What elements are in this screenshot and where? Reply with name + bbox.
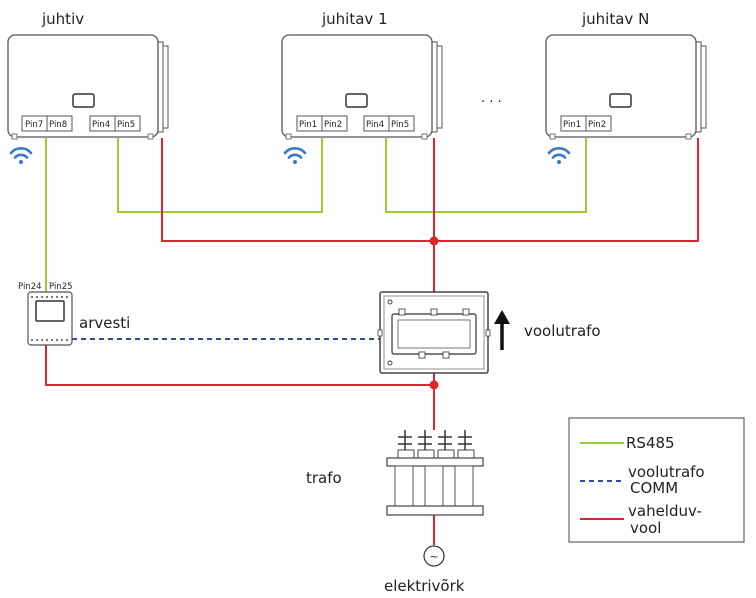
master-label: juhtiv [41,10,84,28]
pin-label: Pin2 [324,120,342,130]
slave-n-label: juhitav N [581,10,649,28]
grid-icon [423,545,445,567]
legend-label-ac: vool [630,519,661,537]
legend-label-ac: vahelduv- [628,502,702,520]
junction-dot [429,380,439,390]
inverter-slave-n [545,34,707,140]
slave-1-label: juhitav 1 [321,10,388,28]
pin-label: Pin5 [391,120,409,130]
grid-label: elektrivõrk [384,577,465,595]
pin-label: Pin8 [49,120,67,130]
grid-symbol: ~ [429,550,438,563]
pin-label: Pin2 [588,120,606,130]
up-arrow-icon [494,310,510,350]
legend-label-ct-comm: voolutrafo [628,463,705,481]
pin-label: Pin1 [563,120,581,130]
meter-label: arvesti [79,314,130,332]
pin-label: Pin4 [366,120,384,130]
wifi-icon [9,147,33,164]
legend [568,417,745,543]
pin-label: Pin7 [25,120,43,130]
ct-label: voolutrafo [524,322,601,340]
transformer [386,430,484,516]
legend-label-rs485: RS485 [626,434,675,452]
inverter-slave-1 [281,34,443,140]
inverter-master [7,34,169,140]
meter-pin-label: Pin24 [18,282,42,292]
transformer-label: trafo [306,469,342,487]
pin-label: Pin4 [92,120,110,130]
pin-label: Pin1 [299,120,317,130]
meter [27,291,73,346]
meter-pin-label: Pin25 [49,282,73,292]
wifi-icon [283,147,307,164]
ellipsis: . . . [481,91,502,106]
legend-label-ct-comm: COMM [630,479,678,497]
rs485-wires [45,138,587,292]
pin-label: Pin5 [117,120,135,130]
wifi-icon [547,147,571,164]
current-transformer [377,291,491,374]
junction-dot [429,236,439,246]
